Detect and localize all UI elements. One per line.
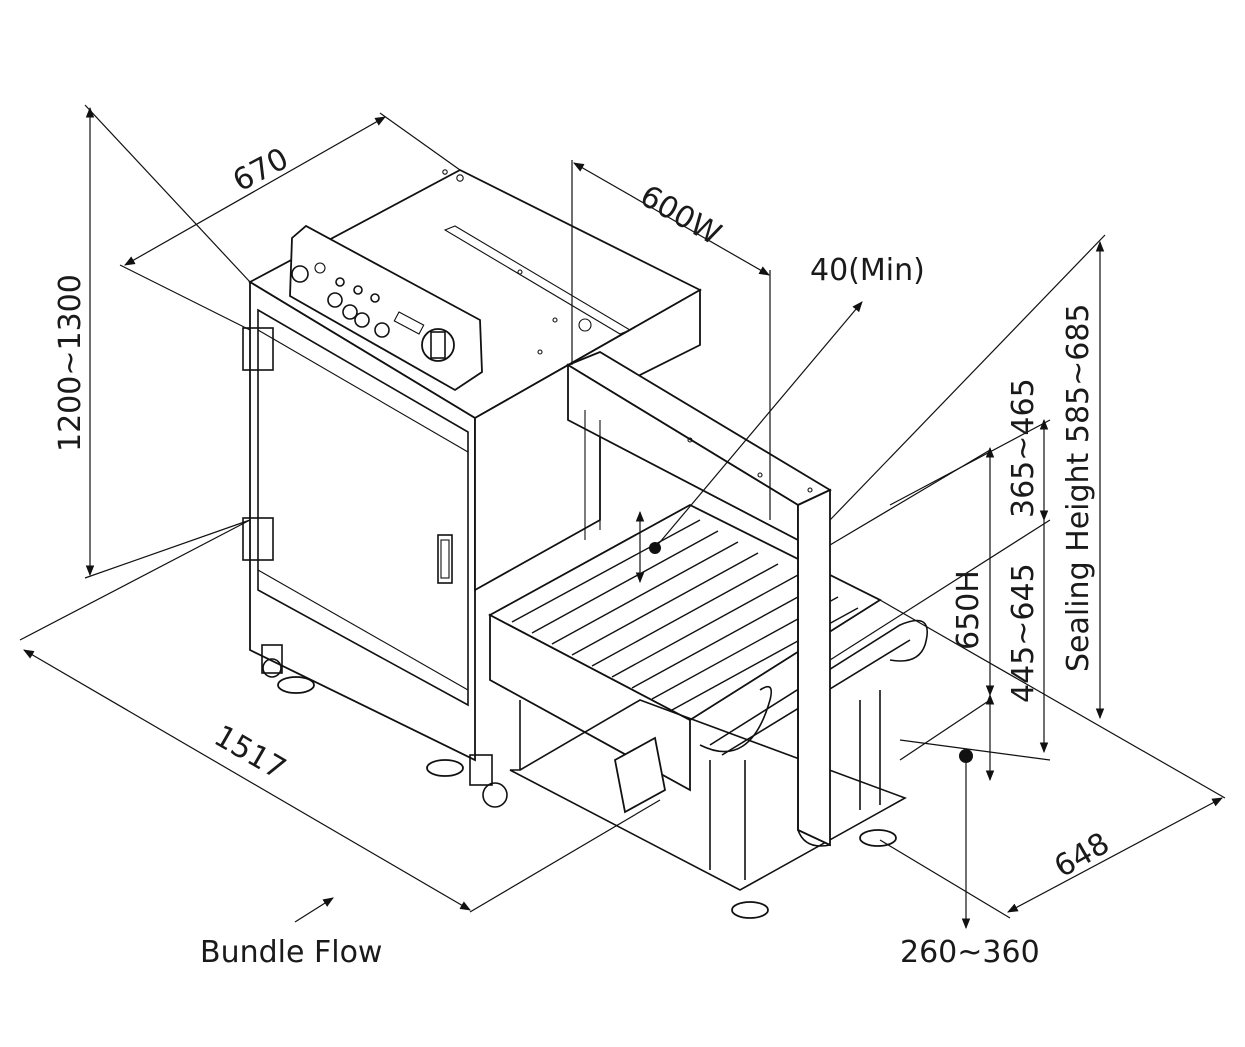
dim-650h [829,446,995,782]
hinge-top [242,327,274,371]
label-670: 670 [227,141,294,199]
label-445-645: 445~645 [1006,563,1041,703]
dim-1200-1300 [84,104,251,579]
label-260-360: 260~360 [900,935,1040,970]
dim-600w [571,160,771,520]
rotary-switch-icon [421,328,455,362]
dim-1517 [19,519,661,913]
dim-648 [879,599,1226,919]
door-handle [437,534,453,584]
emergency-stop-icon [291,265,309,283]
dim-sealing-height [829,234,1106,761]
label-1200-1300: 1200~1300 [53,274,88,452]
sealing-arch [566,350,832,847]
label-648: 648 [1049,826,1116,885]
bundle-flow-arrow-icon [294,897,334,923]
label-bundle-flow: Bundle Flow [200,935,382,970]
label-40min: 40(Min) [810,253,925,288]
label-1517: 1517 [208,719,292,787]
dim-40min [649,301,863,554]
label-650h: 650H [951,570,986,650]
hinge-bottom [242,517,274,561]
label-600w: 600W [634,179,727,253]
dim-260-360 [959,749,973,930]
conveyor-frame [488,503,928,919]
dim-670 [119,112,461,331]
label-365-465: 365~465 [1006,378,1041,518]
label-sealing-height: Sealing Height 585~685 [1061,303,1096,672]
